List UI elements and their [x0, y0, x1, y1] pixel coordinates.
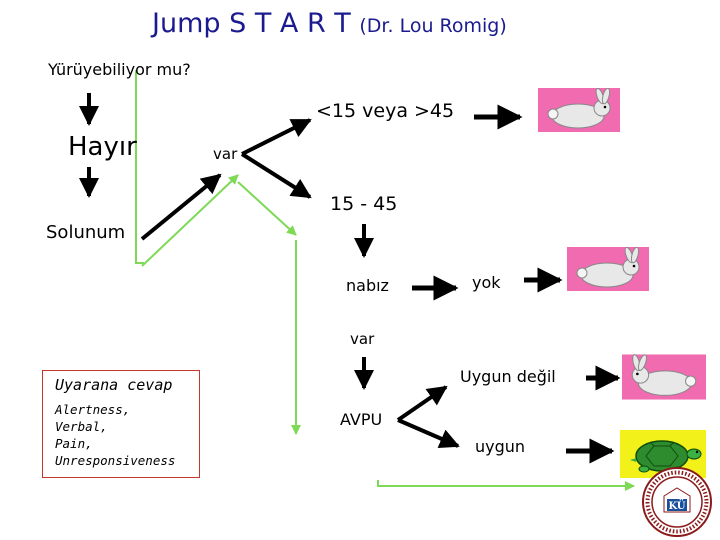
breathing-present-label: var	[213, 145, 238, 163]
walk-question: Yürüyebiliyor mu?	[48, 60, 191, 79]
green-flow-to-var	[141, 174, 239, 267]
green-flow-left	[135, 70, 144, 264]
breathing-label: Solunum	[46, 222, 126, 243]
rabbit-icon	[622, 354, 706, 400]
appropriate-label: uygun	[475, 437, 526, 456]
response-item-alertness: Alertness,	[55, 402, 131, 417]
no-label: Hayır	[68, 132, 137, 162]
response-item-pain: Pain,	[55, 436, 93, 451]
pulse-absent-label: yok	[472, 273, 501, 292]
response-item-unresponsiveness: Unresponsiveness	[55, 453, 176, 468]
rate-normal-label: 15 - 45	[330, 193, 398, 215]
svg-text:KÜ: KÜ	[668, 499, 685, 512]
not-appropriate-label: Uygun değil	[460, 367, 556, 386]
arrow-breathing-to-var	[140, 173, 222, 241]
arrow-var-to-rate-normal	[240, 152, 312, 199]
university-seal-logo: KÜ	[642, 467, 712, 537]
response-box-list: Alertness, Verbal, Pain, Unresponsivenes…	[55, 401, 175, 469]
rate-abnormal-label: <15 veya >45	[316, 100, 455, 122]
page-title: Jump S T A R T (Dr. Lou Romig)	[152, 8, 507, 39]
title-author: (Dr. Lou Romig)	[359, 15, 507, 37]
pulse-label: nabız	[346, 276, 389, 295]
green-flow-diagonal	[237, 181, 297, 236]
response-box: Uyarana cevap Alertness, Verbal, Pain, U…	[42, 370, 200, 478]
avpu-label: AVPU	[340, 410, 383, 429]
pulse-present-label: var	[350, 330, 375, 348]
arrow-avpu-to-appropriate	[397, 418, 460, 449]
response-box-title: Uyarana cevap	[55, 376, 173, 394]
green-flow-bottom	[377, 480, 635, 491]
arrow-var-to-rate-high	[241, 118, 312, 156]
rabbit-icon	[567, 247, 649, 291]
rabbit-icon	[538, 88, 620, 132]
response-item-verbal: Verbal,	[55, 419, 108, 434]
title-main: Jump S T A R T	[152, 8, 351, 39]
arrow-avpu-to-not-appropriate	[396, 385, 448, 422]
